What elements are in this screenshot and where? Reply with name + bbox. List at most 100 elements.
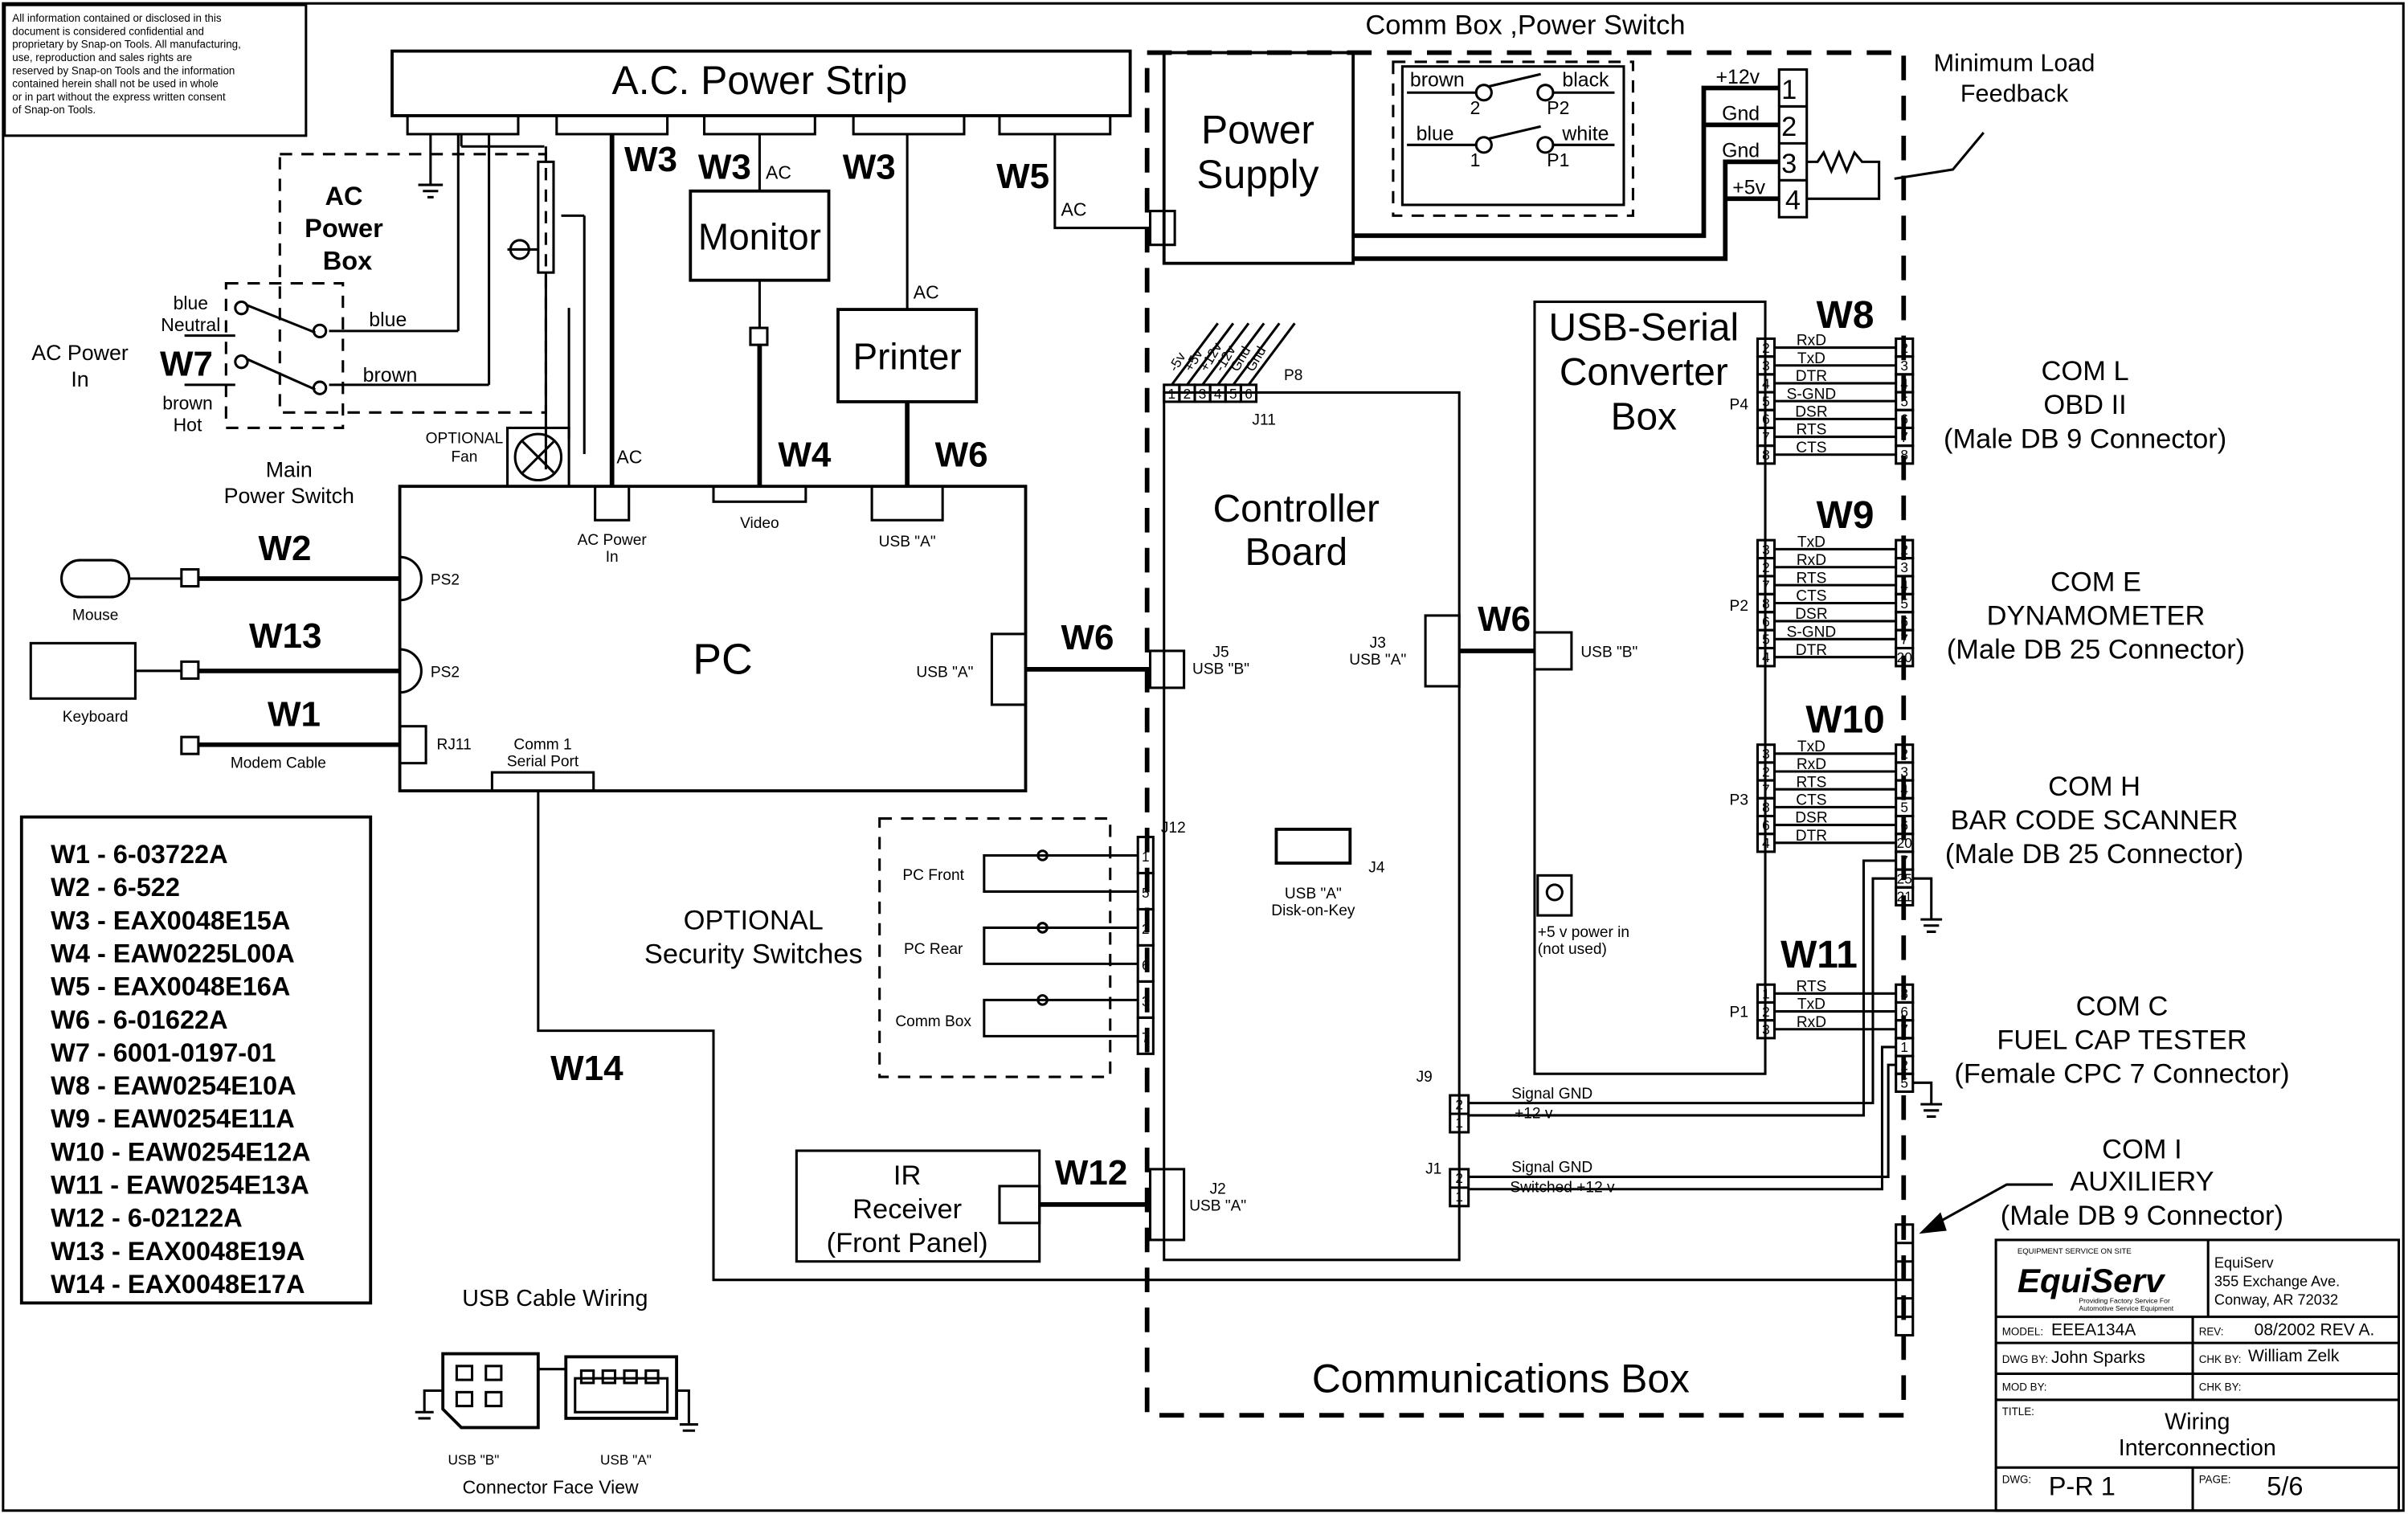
keyboard-device	[29, 641, 137, 700]
w11-ground-lead	[1912, 1081, 1933, 1105]
power-supply-ac-label: AC	[1061, 198, 1087, 219]
w10-gnd-lead	[1468, 877, 1896, 1105]
cb-blue-label: blue	[1417, 123, 1454, 145]
printer-ac-label: AC	[914, 282, 939, 303]
j12-pin-number: 2	[1142, 921, 1150, 937]
w8-right-pin-number: 6	[1900, 411, 1908, 428]
j9-signal-gnd: Signal GND	[1511, 1086, 1592, 1103]
dwg-value: P-R 1	[2049, 1472, 2116, 1501]
w11-switched12-lead	[1468, 1045, 1896, 1191]
w8-signal-label: TxD	[1797, 350, 1825, 367]
printer-label: Printer	[853, 336, 962, 378]
five-v-power-port	[1536, 874, 1573, 917]
usb-serial-converter-box	[1533, 300, 1767, 1075]
w10-12v-lead	[1468, 859, 1896, 1117]
w8-signal-label: RxD	[1797, 333, 1826, 350]
w11-left-pin-number: 1	[1762, 986, 1770, 1002]
pc-usb-a-top	[870, 485, 944, 522]
connector-face-view-label: Connector Face View	[463, 1477, 639, 1498]
com-i-connector	[1895, 1183, 2053, 1337]
w9-label: W9	[1817, 494, 1874, 537]
rj11-port	[399, 725, 427, 765]
optional-fan	[506, 426, 570, 488]
j12-pin-number: 7	[1142, 1029, 1150, 1045]
w10-signal-label: CTS	[1796, 792, 1826, 809]
j12-pin-number: 5	[1142, 885, 1150, 901]
w11-extra-pin-number: 2	[1900, 1057, 1908, 1073]
w8-left-pin-number: 6	[1762, 411, 1770, 428]
usb-connector-faces	[415, 1352, 698, 1432]
w10-left-pin-number: 8	[1762, 800, 1770, 816]
p8-pin-lead	[1171, 322, 1219, 386]
p8-label: P8	[1284, 367, 1302, 384]
j11-pin-number: 1	[1168, 386, 1176, 402]
w10-right-pin-number: 5	[1900, 800, 1908, 816]
w9-right-pin-number: 6	[1900, 613, 1908, 629]
w8-right-pin-number: 2	[1900, 340, 1908, 356]
cb-2-label: 2	[1470, 97, 1481, 118]
pc-usb-a-side	[990, 632, 1028, 706]
w10-left-pin-number: 3	[1762, 746, 1770, 762]
usb-b-port-label: USB "B"	[1580, 644, 1637, 661]
usb-b-face-label: USB "B"	[448, 1451, 499, 1467]
page-value: 5/6	[2267, 1472, 2303, 1501]
w8-left-pin-number: 2	[1762, 340, 1770, 356]
w9-right-pin-number: 2	[1900, 542, 1908, 558]
w2-label: W2	[259, 529, 312, 568]
sec-pc-front-label: PC Front	[902, 867, 964, 884]
pc-usb-a-side-label: USB "A"	[916, 664, 973, 681]
p8-pin-lead	[1201, 322, 1250, 386]
model-label: MODEL:	[2002, 1326, 2043, 1338]
w9-left-pin-number: 3	[1762, 542, 1770, 558]
comm1-port	[490, 771, 595, 792]
w11-signal-label: RTS	[1796, 978, 1826, 995]
w6-label-usb: W6	[1478, 599, 1531, 639]
communications-box-label: Communications Box	[1312, 1356, 1690, 1401]
monitor-ac-label: AC	[766, 162, 791, 182]
p8-pin-lead	[1186, 322, 1235, 386]
w9-signal-label: RTS	[1796, 570, 1826, 587]
dwg-by-label: DWG BY:	[2002, 1353, 2048, 1365]
terminal-block	[1353, 68, 1985, 261]
w8-right-pin-number: 5	[1900, 393, 1908, 409]
w10-signal-label: DTR	[1796, 828, 1827, 845]
j4-disk-on-key	[1274, 828, 1352, 865]
j12-pin-number: 3	[1142, 993, 1150, 1009]
p3-label: P3	[1730, 792, 1748, 808]
w8-signal-label: S-GND	[1787, 386, 1837, 403]
rev-label: REV:	[2199, 1326, 2224, 1338]
w9-right-pin-number: 3	[1900, 559, 1908, 575]
sec-pc-rear-label: PC Rear	[904, 941, 963, 958]
ps2-mouse-port	[399, 555, 423, 602]
w11-signal-label: TxD	[1797, 996, 1825, 1013]
w3-label-3: W3	[843, 147, 896, 186]
keyboard-connector	[180, 660, 200, 680]
dwg-label: DWG:	[2002, 1473, 2031, 1485]
j11-pin-number: 5	[1229, 386, 1237, 402]
w11-signal-label: RxD	[1797, 1014, 1826, 1031]
pc-video-port	[712, 485, 807, 503]
w14-wire	[537, 791, 1896, 1282]
w10-signal-label: RTS	[1796, 774, 1826, 791]
j4-label: J4	[1368, 860, 1385, 877]
w10-left-pin-number: 6	[1762, 817, 1770, 833]
pc-ac-label: AC	[616, 446, 642, 467]
w9-signal-label: RxD	[1797, 552, 1826, 569]
title-block	[1994, 1238, 2401, 1512]
monitor-label: Monitor	[698, 215, 821, 257]
mouse-device	[60, 559, 131, 599]
w10-ground-symbol	[1920, 918, 1943, 933]
cb-black-label: black	[1562, 69, 1609, 92]
w10-right-pin-number: 3	[1900, 763, 1908, 780]
disk-on-key-label: USB "A"Disk-on-Key	[1271, 886, 1355, 919]
